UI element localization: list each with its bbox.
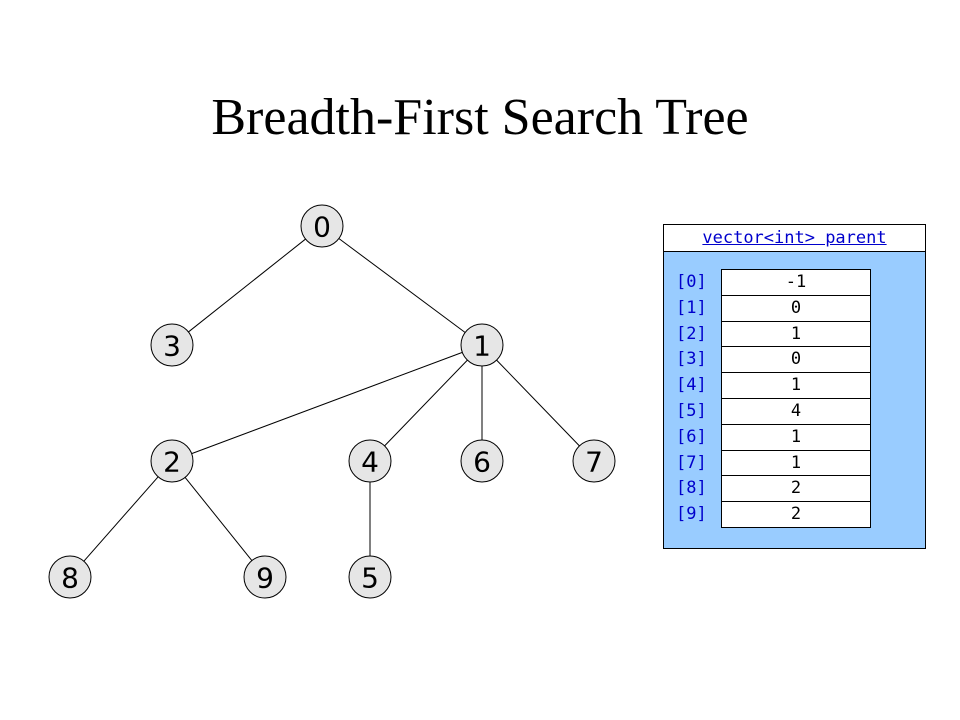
parent-row-index: [1] <box>676 297 707 318</box>
edge-2-8 <box>83 476 159 562</box>
edge-0-3 <box>188 238 306 333</box>
parent-row: [4] 1 <box>664 372 925 400</box>
parent-row-value: 1 <box>721 372 871 400</box>
parent-row-index: [5] <box>676 401 707 421</box>
tree-node-circle <box>460 323 504 367</box>
tree-node-label: 6 <box>473 446 491 479</box>
parent-row-index: [0] <box>676 272 707 292</box>
tree-node-label: 4 <box>361 446 379 479</box>
edge-2-9 <box>184 477 253 561</box>
parent-vector-header: vector<int> parent <box>664 225 925 252</box>
tree-node-label: 8 <box>61 562 79 595</box>
parent-row-value: 2 <box>721 501 871 529</box>
tree-node-label: 9 <box>256 562 274 595</box>
parent-row: [1] 0 <box>664 294 925 322</box>
slide-title: Breadth-First Search Tree <box>211 89 749 146</box>
tree-node-label: 3 <box>163 330 181 363</box>
parent-row-index: [8] <box>676 478 707 499</box>
tree-node-circle <box>572 439 616 483</box>
tree-node-circle <box>460 439 504 483</box>
tree-node-0: 0 <box>300 204 344 248</box>
tree-node-label: 7 <box>585 446 603 479</box>
parent-row-index: [4] <box>676 375 707 396</box>
tree-node-circle <box>348 439 392 483</box>
tree-node-9: 9 <box>243 555 287 599</box>
edge-0-1 <box>338 238 466 333</box>
parent-row-value: 4 <box>721 398 871 425</box>
parent-row-value: 0 <box>721 346 871 374</box>
tree-node-5: 5 <box>348 555 392 599</box>
parent-row-value: -1 <box>721 269 871 296</box>
tree-node-circle <box>150 439 194 483</box>
parent-row: [5] 4 <box>664 398 925 425</box>
tree-node-label: 5 <box>361 562 379 595</box>
tree-node-8: 8 <box>48 555 92 599</box>
parent-row-index: [7] <box>676 452 707 473</box>
parent-row: [3] 0 <box>664 346 925 374</box>
tree-node-label: 0 <box>313 211 331 244</box>
parent-row-value: 2 <box>721 475 871 503</box>
parent-row-index: [9] <box>676 504 707 525</box>
tree-node-1: 1 <box>460 323 504 367</box>
edge-1-7 <box>496 359 580 447</box>
parent-row-value: 1 <box>721 449 871 477</box>
tree-node-circle <box>300 204 344 248</box>
tree-node-4: 4 <box>348 439 392 483</box>
parent-row: [6] 1 <box>664 423 925 451</box>
tree-node-circle <box>243 555 287 599</box>
parent-row-value: 1 <box>721 320 871 348</box>
parent-vector-panel: vector<int> parent [0] -1 [1] 0 [2] 1 [3] 0 [4] 1… <box>663 224 926 549</box>
parent-row: [0] -1 <box>664 269 925 296</box>
edge-1-2 <box>191 351 463 455</box>
tree-node-2: 2 <box>150 439 194 483</box>
parent-row: [8] 2 <box>664 475 925 503</box>
parent-row-value: 1 <box>721 423 871 451</box>
edge-1-4 <box>384 359 468 447</box>
tree-node-label: 1 <box>473 330 491 363</box>
parent-row: [9] 2 <box>664 501 925 529</box>
parent-row: [7] 1 <box>664 449 925 477</box>
parent-row-index: [6] <box>676 426 707 447</box>
tree-node-circle <box>48 555 92 599</box>
parent-row-index: [3] <box>676 349 707 370</box>
tree-node-6: 6 <box>460 439 504 483</box>
parent-row-value: 0 <box>721 294 871 322</box>
parent-row-index: [2] <box>676 323 707 344</box>
tree-node-circle <box>150 323 194 367</box>
tree-node-3: 3 <box>150 323 194 367</box>
tree-node-7: 7 <box>572 439 616 483</box>
tree-node-label: 2 <box>163 446 181 479</box>
tree-node-circle <box>348 555 392 599</box>
parent-row: [2] 1 <box>664 320 925 348</box>
